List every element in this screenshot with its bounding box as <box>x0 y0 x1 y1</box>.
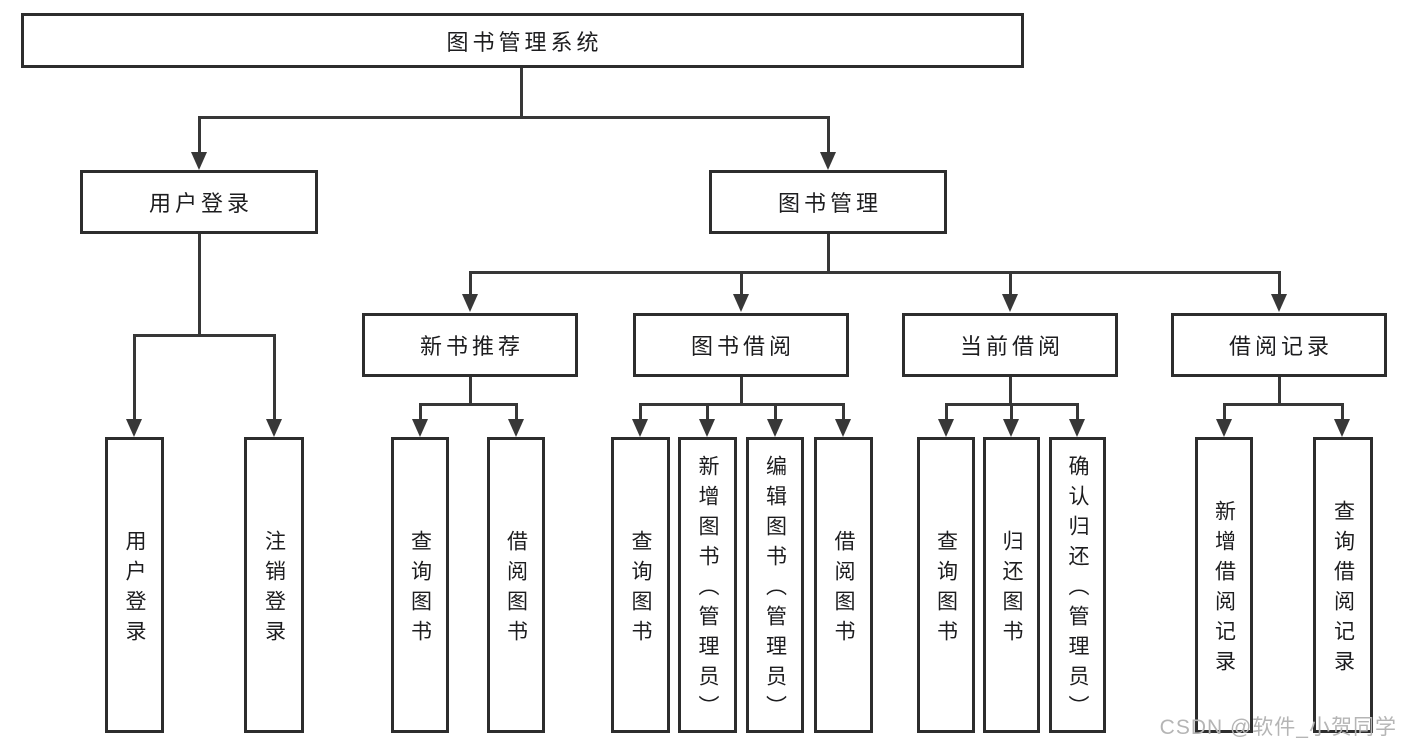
connector-login-rail <box>133 334 275 337</box>
connector-arrow-shaft-g5-2 <box>1341 403 1344 421</box>
connector-recommend-trunk <box>469 377 472 406</box>
node-borrowing-records: 借阅记录 <box>1171 313 1387 377</box>
connector-arrow-shaft-g3-3 <box>774 403 777 421</box>
arrowhead-g4-2 <box>1003 419 1019 437</box>
connector-arrow-shaft-management <box>827 116 830 154</box>
arrowhead-g3-2 <box>699 419 715 437</box>
node-leaf-borrow-books-borrowing-label: 借阅图书 <box>832 529 855 650</box>
arrowhead-g3-3 <box>767 419 783 437</box>
node-leaf-query-books-recommend: 查询图书 <box>391 437 449 733</box>
node-new-book-recommend: 新书推荐 <box>362 313 578 377</box>
connector-arrow-shaft-leaf-login <box>133 334 136 421</box>
arrowhead-g4-1 <box>938 419 954 437</box>
node-leaf-user-login: 用户登录 <box>105 437 164 733</box>
node-leaf-return-book: 归还图书 <box>983 437 1040 733</box>
csdn-watermark: CSDN @软件_小贺同学 <box>1159 716 1397 739</box>
node-leaf-query-books-current: 查询图书 <box>917 437 975 733</box>
connector-login-trunk <box>198 234 201 336</box>
node-leaf-query-books-borrowing-label: 查询图书 <box>629 529 652 650</box>
connector-arrow-shaft-g4-1 <box>945 403 948 421</box>
node-library-system-label: 图书管理系统 <box>446 29 603 55</box>
node-book-management: 图书管理 <box>709 170 947 234</box>
connector-level1-rail <box>198 116 830 119</box>
node-leaf-add-borrow-record: 新增借阅记录 <box>1195 437 1253 733</box>
connector-arrow-shaft-g4-3 <box>1076 403 1079 421</box>
node-book-borrowing-label: 图书借阅 <box>690 334 795 359</box>
connector-records-trunk <box>1278 377 1281 406</box>
arrowhead-leaf-logout <box>266 419 282 437</box>
arrowhead-recommend <box>462 294 478 312</box>
node-leaf-confirm-return-admin-label: 确认归还（管理员） <box>1066 454 1089 725</box>
node-leaf-query-borrow-record-label: 查询借阅记录 <box>1331 499 1355 680</box>
arrowhead-records <box>1271 294 1287 312</box>
node-leaf-confirm-return-admin: 确认归还（管理员） <box>1049 437 1106 733</box>
node-leaf-borrow-books-recommend-label: 借阅图书 <box>504 529 528 650</box>
connector-arrow-shaft-g2-1 <box>419 403 422 421</box>
node-leaf-add-book-admin: 新增图书（管理员） <box>678 437 737 733</box>
node-leaf-user-login-label: 用户登录 <box>123 529 146 650</box>
node-leaf-query-borrow-record: 查询借阅记录 <box>1313 437 1373 733</box>
arrowhead-management <box>820 152 836 170</box>
node-book-management-label: 图书管理 <box>777 191 882 216</box>
connector-arrow-shaft-g3-4 <box>842 403 845 421</box>
connector-arrow-shaft-g5-1 <box>1223 403 1226 421</box>
connector-recommend-rail <box>419 403 517 406</box>
node-leaf-edit-book-admin-label: 编辑图书（管理员） <box>763 454 787 725</box>
connector-management-trunk <box>827 234 830 274</box>
arrowhead-g4-3 <box>1069 419 1085 437</box>
node-leaf-edit-book-admin: 编辑图书（管理员） <box>746 437 804 733</box>
connector-arrow-shaft-leaf-logout <box>273 334 276 421</box>
node-leaf-logout: 注销登录 <box>244 437 304 733</box>
connector-arrow-shaft-g3-2 <box>706 403 709 421</box>
connector-arrow-shaft-records <box>1278 271 1281 296</box>
connector-arrow-shaft-borrowing <box>740 271 743 296</box>
arrowhead-leaf-login <box>126 419 142 437</box>
node-leaf-borrow-books-borrowing: 借阅图书 <box>814 437 873 733</box>
arrowhead-g2-2 <box>508 419 524 437</box>
connector-borrowing-trunk <box>740 377 743 406</box>
arrowhead-g5-2 <box>1334 419 1350 437</box>
arrowhead-g3-1 <box>632 419 648 437</box>
node-book-borrowing: 图书借阅 <box>633 313 849 377</box>
node-leaf-add-book-admin-label: 新增图书（管理员） <box>696 454 719 725</box>
node-user-login: 用户登录 <box>80 170 318 234</box>
connector-root-trunk <box>520 68 523 119</box>
connector-borrowing-rail <box>639 403 844 406</box>
node-current-borrowing: 当前借阅 <box>902 313 1118 377</box>
node-leaf-borrow-books-recommend: 借阅图书 <box>487 437 545 733</box>
node-new-book-recommend-label: 新书推荐 <box>419 334 524 359</box>
connector-arrow-shaft-g2-2 <box>515 403 518 421</box>
node-leaf-query-books-current-label: 查询图书 <box>934 529 958 650</box>
node-user-login-label: 用户登录 <box>148 191 253 216</box>
connector-current-trunk <box>1009 377 1012 406</box>
node-borrowing-records-label: 借阅记录 <box>1228 334 1333 359</box>
connector-arrow-shaft-g3-1 <box>639 403 642 421</box>
arrowhead-g5-1 <box>1216 419 1232 437</box>
node-leaf-return-book-label: 归还图书 <box>1000 529 1023 650</box>
arrowhead-g2-1 <box>412 419 428 437</box>
node-leaf-query-books-borrowing: 查询图书 <box>611 437 670 733</box>
node-leaf-add-borrow-record-label: 新增借阅记录 <box>1212 499 1236 680</box>
node-library-system: 图书管理系统 <box>21 13 1024 68</box>
connector-arrow-shaft-login <box>198 116 201 154</box>
arrowhead-current <box>1002 294 1018 312</box>
node-current-borrowing-label: 当前借阅 <box>959 334 1064 359</box>
arrowhead-login <box>191 152 207 170</box>
connector-arrow-shaft-current <box>1009 271 1012 296</box>
node-leaf-query-books-recommend-label: 查询图书 <box>408 529 432 650</box>
arrowhead-g3-4 <box>835 419 851 437</box>
arrowhead-borrowing <box>733 294 749 312</box>
connector-arrow-shaft-recommend <box>469 271 472 296</box>
connector-arrow-shaft-g4-2 <box>1010 403 1013 421</box>
connector-level2-rail <box>469 271 1281 274</box>
node-leaf-logout-label: 注销登录 <box>262 529 286 650</box>
connector-records-rail <box>1223 403 1344 406</box>
